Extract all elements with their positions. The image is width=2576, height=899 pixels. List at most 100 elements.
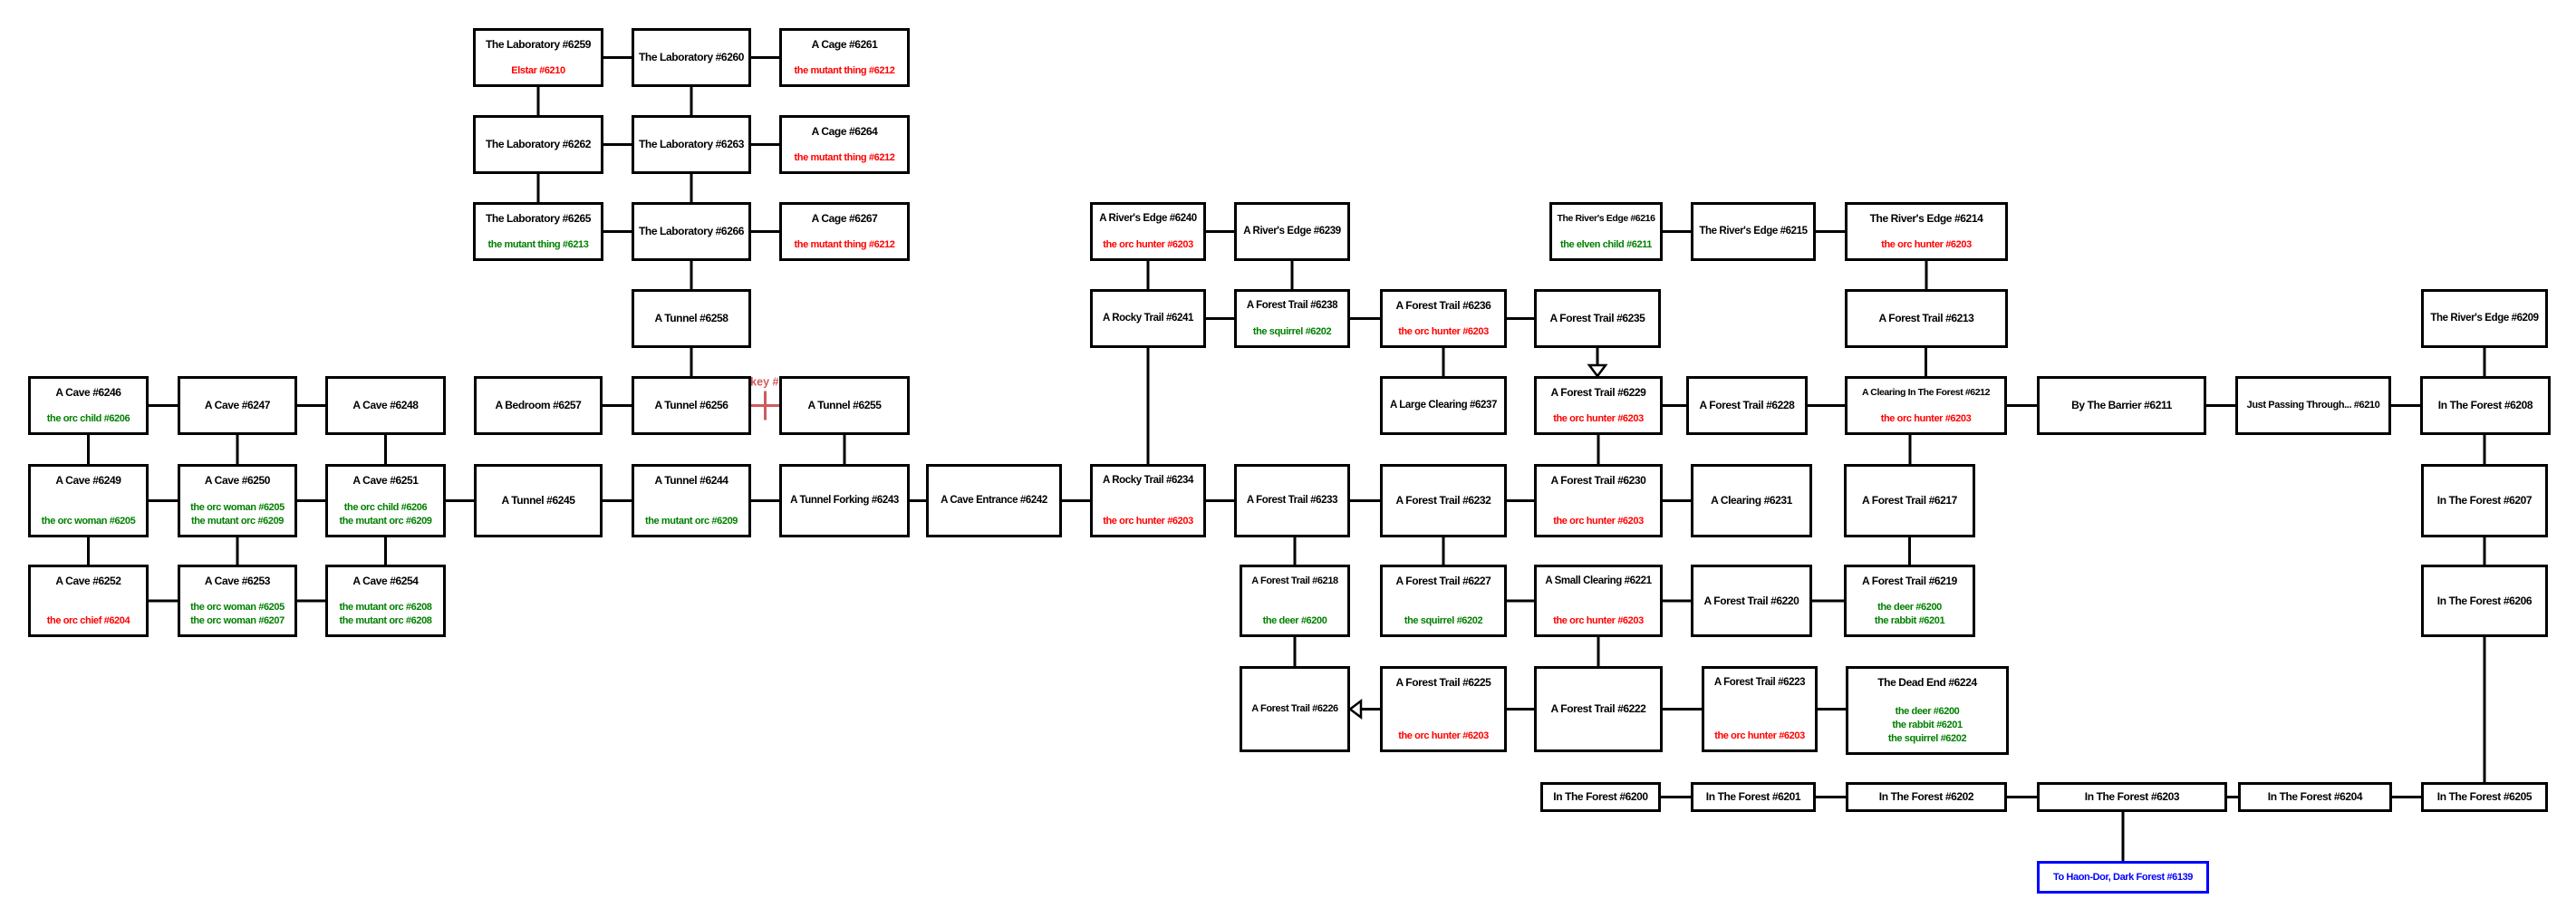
hostile-mob-label: the orc hunter #6203 (1103, 239, 1193, 250)
room-label: Just Passing Through... #6210 (2246, 400, 2380, 411)
room-contents: the squirrel #6202 (1404, 614, 1483, 627)
room-label: A Forest Trail #6218 (1251, 575, 1338, 586)
room-label: A Tunnel #6245 (501, 494, 575, 507)
room-contents: the orc hunter #6203 (1881, 412, 1972, 425)
room-node-6217[interactable]: A Forest Trail #6217 (1844, 464, 1975, 537)
room-node-6213[interactable]: A Forest Trail #6213 (1845, 289, 2008, 348)
room-node-6255[interactable]: A Tunnel #6255 (779, 376, 910, 435)
room-node-6204[interactable]: In The Forest #6204 (2238, 782, 2392, 812)
room-label: The Laboratory #6263 (638, 138, 745, 150)
room-node-6215[interactable]: The River's Edge #6215 (1691, 202, 1816, 261)
room-node-6202[interactable]: In The Forest #6202 (1846, 782, 2007, 812)
friendly-mob-label: the squirrel #6202 (1404, 615, 1483, 626)
room-node-6235[interactable]: A Forest Trail #6235 (1534, 289, 1661, 348)
room-node-6205[interactable]: In The Forest #6205 (2421, 782, 2548, 812)
room-label: The River's Edge #6209 (2430, 313, 2539, 324)
room-node-6225[interactable]: A Forest Trail #6225 the orc hunter #6203 (1380, 666, 1507, 752)
room-node-6242[interactable]: A Cave Entrance #6242 (926, 464, 1062, 537)
room-label: A Forest Trail #6225 (1395, 676, 1491, 689)
room-node-6207[interactable]: In The Forest #6207 (2421, 464, 2548, 537)
friendly-mob-label: the squirrel #6202 (1887, 733, 1967, 744)
friendly-mob-label: the mutant orc #6208 (339, 602, 432, 613)
room-node-6232[interactable]: A Forest Trail #6232 (1380, 464, 1507, 537)
room-node-6245[interactable]: A Tunnel #6245 (474, 464, 603, 537)
room-label: The Laboratory #6262 (485, 138, 592, 150)
room-node-6247[interactable]: A Cave #6247 (178, 376, 297, 435)
room-contents: the orc hunter #6203 (1881, 238, 1972, 251)
room-label: The Laboratory #6260 (638, 51, 745, 63)
room-node-6220[interactable]: A Forest Trail #6220 (1691, 565, 1812, 637)
room-node-6200[interactable]: In The Forest #6200 (1540, 782, 1661, 812)
room-node-6208[interactable]: In The Forest #6208 (2420, 376, 2551, 435)
room-label: A Tunnel #6258 (654, 312, 728, 324)
room-node-6209[interactable]: The River's Edge #6209 (2421, 289, 2548, 348)
hostile-mob-label: the mutant thing #6212 (794, 152, 895, 163)
room-node-6203[interactable]: In The Forest #6203 (2037, 782, 2227, 812)
room-node-6239[interactable]: A River's Edge #6239 (1234, 202, 1350, 261)
room-label: The River's Edge #6215 (1699, 226, 1808, 237)
room-label: A Cave #6247 (204, 399, 271, 411)
friendly-mob-label: the deer #6200 (1262, 615, 1327, 626)
room-node-6226[interactable]: A Forest Trail #6226 (1240, 666, 1350, 752)
room-node-6237[interactable]: A Large Clearing #6237 (1380, 376, 1507, 435)
room-node-6211[interactable]: By The Barrier #6211 (2037, 376, 2206, 435)
room-node-6231[interactable]: A Clearing #6231 (1691, 464, 1812, 537)
hostile-mob-label: the orc hunter #6203 (1553, 516, 1644, 527)
room-label: A Forest Trail #6233 (1246, 495, 1338, 506)
room-node-6206[interactable]: In The Forest #6206 (2421, 565, 2548, 637)
room-node-6266[interactable]: The Laboratory #6266 (632, 202, 751, 261)
room-label: A Forest Trail #6217 (1862, 494, 1957, 507)
room-node-6248[interactable]: A Cave #6248 (325, 376, 446, 435)
room-node-6210[interactable]: Just Passing Through... #6210 (2235, 376, 2391, 435)
room-node-6201[interactable]: In The Forest #6201 (1691, 782, 1816, 812)
room-node-6222[interactable]: A Forest Trail #6222 (1534, 666, 1663, 752)
room-label: A Rocky Trail #6241 (1102, 313, 1193, 324)
room-node-6243[interactable]: A Tunnel Forking #6243 (779, 464, 910, 537)
room-node-6257[interactable]: A Bedroom #6257 (474, 376, 603, 435)
room-node-6258[interactable]: A Tunnel #6258 (632, 289, 751, 348)
room-node-6233[interactable]: A Forest Trail #6233 (1234, 464, 1350, 537)
room-node-6263[interactable]: The Laboratory #6263 (632, 115, 751, 174)
room-node-6241[interactable]: A Rocky Trail #6241 (1090, 289, 1206, 348)
room-node-6256[interactable]: A Tunnel #6256 (632, 376, 751, 435)
friendly-mob-label: the orc child #6206 (343, 502, 428, 513)
room-label: A Forest Trail #6235 (1549, 312, 1645, 324)
friendly-mob-label: the squirrel #6202 (1252, 326, 1332, 337)
room-node-6260[interactable]: The Laboratory #6260 (632, 28, 751, 87)
room-contents: the mutant orc #6209 (645, 515, 738, 527)
room-label: In The Forest #6203 (2084, 790, 2180, 803)
room-label: In The Forest #6207 (2436, 494, 2533, 507)
room-node-6262[interactable]: The Laboratory #6262 (473, 115, 603, 174)
zone-exit-node-6139[interactable]: To Haon-Dor, Dark Forest #6139 (2037, 861, 2209, 894)
room-node-6228[interactable]: A Forest Trail #6228 (1686, 376, 1808, 435)
hostile-mob-label: the orc hunter #6203 (1398, 730, 1489, 741)
room-node-6218[interactable]: A Forest Trail #6218 the deer #6200 (1240, 565, 1350, 637)
